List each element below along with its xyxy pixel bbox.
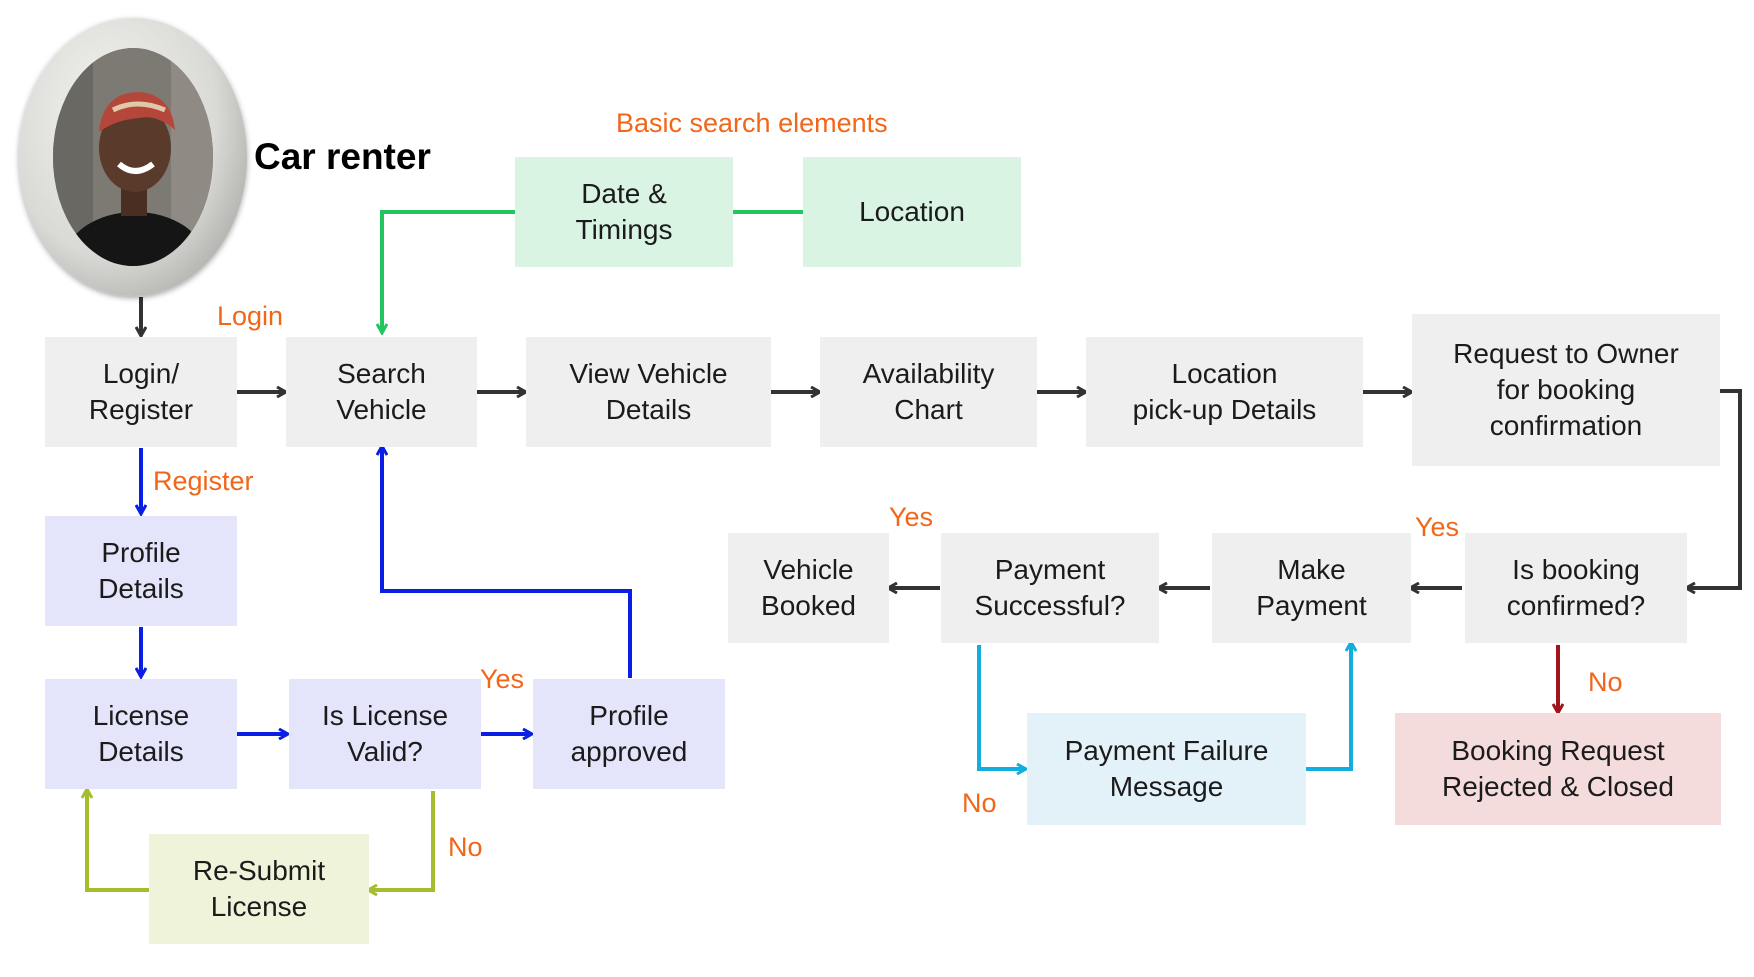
booking-rejected-box: Booking Request Rejected & Closed [1395,713,1721,825]
location-pickup-details-box: Location pick-up Details [1086,337,1363,447]
vehicle-booked-box: Vehicle Booked [728,533,889,643]
profile-details-box: Profile Details [45,516,237,626]
arrow-request-to-confirmed [1687,389,1742,588]
arrow-approved-to-search [382,447,632,678]
login-edge-label: Login [217,301,284,331]
payment-successful-box: Payment Successful? [941,533,1159,643]
location-box: Location [803,157,1021,267]
person-illustration [53,48,213,266]
payment-yes-label: Yes [889,502,934,532]
login-register-box: Login/ Register [45,337,237,447]
arrow-resubmit-to-license [87,790,149,892]
register-edge-label: Register [153,466,254,496]
make-payment-box: Make Payment [1212,533,1411,643]
is-booking-confirmed-box: Is booking confirmed? [1465,533,1687,643]
view-vehicle-details-box: View Vehicle Details [526,337,771,447]
arrow-failure-to-make-payment [1306,643,1351,771]
arrow-successful-no-to-failure [977,645,1025,769]
request-to-owner-box: Request to Owner for booking confirmatio… [1412,314,1720,466]
license-yes-label: Yes [480,664,525,694]
license-no-label: No [448,832,483,862]
payment-failure-message-box: Payment Failure Message [1027,713,1306,825]
car-renter-avatar-frame [19,18,247,296]
search-vehicle-box: Search Vehicle [286,337,477,447]
date-timings-box: Date & Timings [515,157,733,267]
arrow-valid-no-to-resubmit [369,791,435,890]
profile-approved-box: Profile approved [533,679,725,789]
car-renter-photo [53,48,213,266]
availability-chart-box: Availability Chart [820,337,1037,447]
payment-no-label: No [962,788,997,818]
license-details-box: License Details [45,679,237,789]
car-renter-title: Car renter [254,136,431,177]
basic-search-elements-label: Basic search elements [616,108,888,138]
is-license-valid-box: Is License Valid? [289,679,481,789]
resubmit-license-box: Re-Submit License [149,834,369,944]
arrow-date-to-search [382,210,515,332]
booking-yes-label: Yes [1415,512,1460,542]
booking-no-label: No [1588,667,1623,697]
